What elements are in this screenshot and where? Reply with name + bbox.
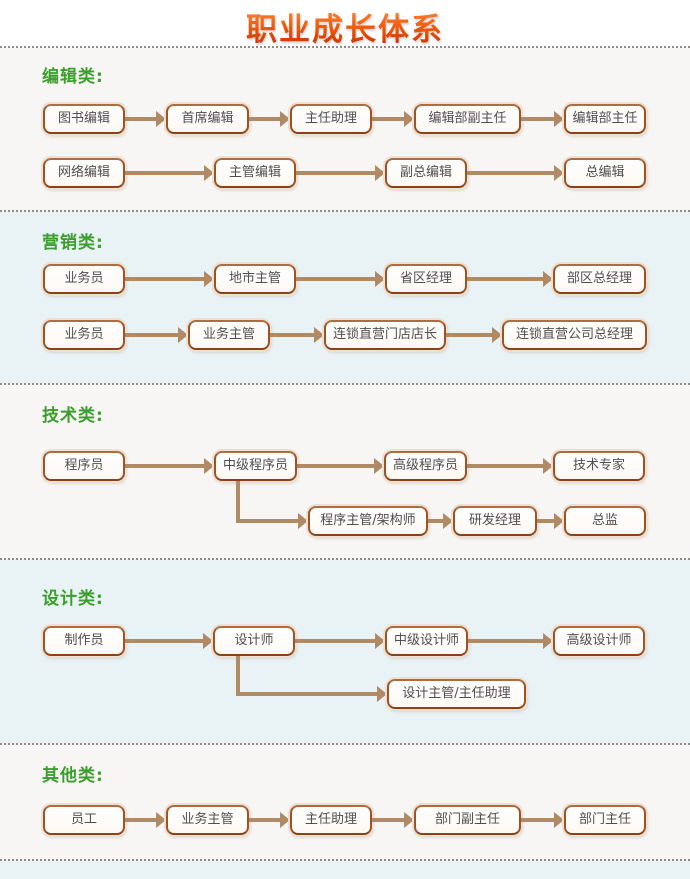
arrow-right-icon: [372, 111, 414, 127]
page-title: 职业成长体系: [0, 4, 690, 49]
arrow-right-icon: [125, 111, 166, 127]
footer-strip: [0, 861, 690, 879]
arrow-right-icon: [125, 812, 166, 828]
branch-arrow-right-icon: [236, 686, 387, 702]
section-marketing: 营销类: 业务员 地市主管 省区经理 部区总经理 业务员 业务主管 连锁直营门店…: [0, 212, 690, 385]
flow-node: 研发经理: [453, 506, 537, 536]
flow-node: 设计主管/主任助理: [387, 679, 526, 709]
flow-node: 主任助理: [290, 104, 372, 134]
arrow-right-icon: [467, 165, 564, 181]
arrow-right-icon: [372, 812, 414, 828]
flow-node: 程序员: [43, 451, 125, 481]
section-other: 其他类: 员工 业务主管 主任助理 部门副主任 部门主任: [0, 745, 690, 861]
arrow-right-icon: [249, 111, 290, 127]
flow-node: 高级设计师: [553, 626, 645, 656]
section-label: 技术类:: [42, 406, 104, 426]
section-technical: 技术类: 程序员 中级程序员 高级程序员 技术专家 程序主管/架构师 研发经理 …: [0, 385, 690, 560]
flow-node: 总编辑: [564, 158, 646, 188]
arrow-right-icon: [125, 165, 214, 181]
arrow-right-icon: [428, 513, 453, 529]
section-label: 编辑类:: [42, 67, 104, 87]
flow-node: 编辑部主任: [564, 104, 646, 134]
arrow-right-icon: [295, 633, 385, 649]
flow-node: 业务主管: [166, 805, 249, 835]
arrow-right-icon: [521, 111, 564, 127]
flow-node: 连锁直营门店店长: [324, 320, 446, 350]
arrow-right-icon: [125, 327, 188, 343]
arrow-right-icon: [296, 165, 385, 181]
flow-node: 部区总经理: [553, 264, 646, 294]
branch-connector-vertical: [236, 656, 240, 696]
flow-node: 副总编辑: [385, 158, 467, 188]
arrow-right-icon: [125, 633, 213, 649]
flow-node: 业务员: [43, 320, 125, 350]
section-label: 营销类:: [42, 233, 104, 253]
flow-node: 技术专家: [553, 451, 645, 481]
arrow-right-icon: [537, 513, 564, 529]
section-label: 其他类:: [42, 766, 104, 786]
arrow-right-icon: [446, 327, 502, 343]
flow-node: 图书编辑: [43, 104, 125, 134]
arrow-right-icon: [249, 812, 290, 828]
arrow-right-icon: [125, 271, 214, 287]
section-label: 设计类:: [42, 589, 104, 609]
arrow-right-icon: [270, 327, 324, 343]
flow-node: 业务主管: [188, 320, 270, 350]
section-design: 设计类: 制作员 设计师 中级设计师 高级设计师 设计主管/主任助理: [0, 560, 690, 745]
arrow-right-icon: [467, 271, 553, 287]
flow-node: 地市主管: [214, 264, 296, 294]
flow-node: 部门副主任: [414, 805, 521, 835]
flow-node: 业务员: [43, 264, 125, 294]
flow-node: 部门主任: [564, 805, 646, 835]
arrow-right-icon: [297, 458, 384, 474]
flow-node: 总监: [564, 506, 646, 536]
branch-connector-vertical: [236, 481, 240, 523]
flow-node: 高级程序员: [384, 451, 467, 481]
flow-node: 中级程序员: [214, 451, 297, 481]
flow-node: 制作员: [43, 626, 125, 656]
branch-arrow-right-icon: [236, 513, 308, 529]
arrow-right-icon: [125, 458, 214, 474]
flow-node: 中级设计师: [385, 626, 468, 656]
arrow-right-icon: [467, 458, 553, 474]
flow-node: 设计师: [213, 626, 295, 656]
flow-node: 员工: [43, 805, 125, 835]
arrow-right-icon: [296, 271, 385, 287]
flow-node: 网络编辑: [43, 158, 125, 188]
title-bar: 职业成长体系: [0, 0, 690, 48]
section-editorial: 编辑类: 图书编辑 首席编辑 主任助理 编辑部副主任 编辑部主任 网络编辑 主管…: [0, 48, 690, 212]
flow-node: 程序主管/架构师: [308, 506, 428, 536]
flow-node: 编辑部副主任: [414, 104, 521, 134]
flow-node: 连锁直营公司总经理: [502, 320, 647, 350]
flow-node: 首席编辑: [166, 104, 249, 134]
flow-node: 主任助理: [290, 805, 372, 835]
arrow-right-icon: [468, 633, 553, 649]
flow-node: 主管编辑: [214, 158, 296, 188]
arrow-right-icon: [521, 812, 564, 828]
flow-node: 省区经理: [385, 264, 467, 294]
